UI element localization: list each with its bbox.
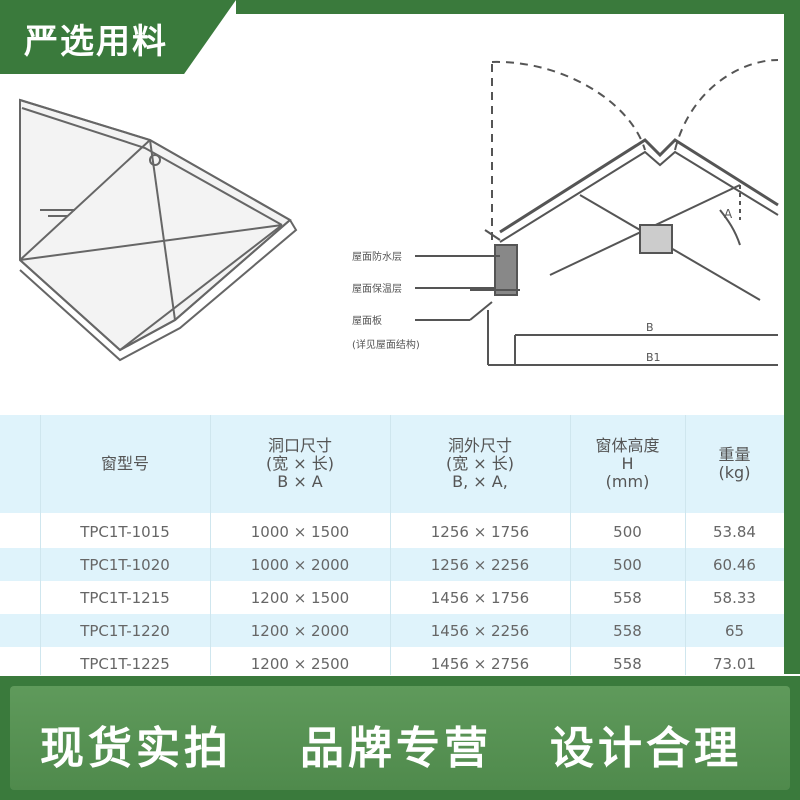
- dimension-b1: B1: [646, 351, 661, 364]
- header-line: 重量: [718, 445, 751, 464]
- table-divider: [40, 415, 41, 675]
- header-outer-size: 洞外尺寸 (宽 × 长) B, × A,: [390, 415, 570, 513]
- cell-opening: 1200 × 2000: [250, 621, 350, 640]
- header-weight: 重量 (kg): [685, 415, 784, 513]
- cell-outer: 1256 × 1756: [430, 522, 530, 541]
- cell-outer: 1456 × 1756: [430, 588, 530, 607]
- top-accent-strip: [236, 0, 800, 14]
- label-structure-note: (详见屋面结构): [352, 338, 420, 351]
- cell-opening: 1000 × 1500: [250, 522, 350, 541]
- header-line: B × A: [277, 472, 323, 491]
- cell-height: 500: [613, 522, 642, 541]
- skylight-section: [415, 59, 779, 366]
- cell-weight: 60.46: [713, 555, 756, 574]
- slogan-in-stock-photos: 现货实拍: [40, 723, 232, 774]
- table-divider: [210, 415, 211, 675]
- cell-height: 500: [613, 555, 642, 574]
- label-insulation: 屋面保温层: [352, 282, 402, 295]
- header-line: 洞口尺寸: [267, 436, 332, 455]
- cell-outer: 1256 × 2256: [430, 555, 530, 574]
- cell-model: TPC1T-1015: [80, 522, 170, 541]
- slogan-panel: 现货实拍 品牌专营 设计合理: [10, 686, 790, 790]
- header-opening-size: 洞口尺寸 (宽 × 长) B × A: [210, 415, 390, 513]
- table-divider: [570, 415, 571, 675]
- table-divider: [685, 415, 686, 675]
- table-header: 窗型号 洞口尺寸 (宽 × 长) B × A 洞外尺寸 (宽 × 长) B, ×…: [0, 415, 784, 513]
- top-tag-label: 严选用料: [24, 22, 168, 62]
- header-line: (宽 × 长): [265, 454, 335, 473]
- header-line: 洞外尺寸: [447, 436, 512, 455]
- cell-opening: 1200 × 2500: [250, 654, 350, 673]
- right-accent-strip: [784, 14, 800, 674]
- table-row: TPC1T-1225 1200 × 2500 1456 × 2756 558 7…: [0, 647, 784, 675]
- cell-weight: 65: [724, 621, 745, 640]
- cell-opening: 1200 × 1500: [250, 588, 350, 607]
- header-line: B, × A,: [452, 472, 508, 491]
- header-line: H: [621, 454, 634, 473]
- cell-weight: 73.01: [713, 654, 756, 673]
- header-height: 窗体高度 H (mm): [570, 415, 685, 513]
- header-line: (宽 × 长): [445, 454, 515, 473]
- cell-height: 558: [613, 621, 642, 640]
- angle-label: A: [724, 207, 733, 221]
- spec-table: 窗型号 洞口尺寸 (宽 × 长) B × A 洞外尺寸 (宽 × 长) B, ×…: [0, 415, 784, 675]
- cell-model: TPC1T-1220: [80, 621, 170, 640]
- cell-model: TPC1T-1215: [80, 588, 170, 607]
- table-row: TPC1T-1015 1000 × 1500 1256 × 1756 500 5…: [0, 515, 784, 548]
- cell-opening: 1000 × 2000: [250, 555, 350, 574]
- header-model: 窗型号: [40, 415, 210, 513]
- cell-height: 558: [613, 654, 642, 673]
- technical-drawing: 屋面防水层 屋面保温层 屋面板 (详见屋面结构) B B1 A: [0, 20, 784, 415]
- cell-height: 558: [613, 588, 642, 607]
- dimension-b: B: [646, 321, 654, 334]
- skylight-diagram: 屋面防水层 屋面保温层 屋面板 (详见屋面结构) B B1 A: [19, 59, 779, 366]
- label-waterproof: 屋面防水层: [352, 250, 402, 263]
- table-row: TPC1T-1220 1200 × 2000 1456 × 2256 558 6…: [0, 614, 784, 647]
- cell-model: TPC1T-1225: [80, 654, 170, 673]
- table-row: TPC1T-1215 1200 × 1500 1456 × 1756 558 5…: [0, 581, 784, 614]
- header-line: 窗型号: [100, 454, 149, 473]
- skylight-perspective: [19, 98, 298, 362]
- header-line: (mm): [605, 472, 650, 491]
- table-divider: [390, 415, 391, 675]
- slogan-rational-design: 设计合理: [550, 723, 742, 774]
- label-roof-panel: 屋面板: [352, 314, 382, 327]
- table-row: TPC1T-1020 1000 × 2000 1256 × 2256 500 6…: [0, 548, 784, 581]
- slogan-brand-dealer: 品牌专营: [300, 723, 492, 774]
- cell-outer: 1456 × 2756: [430, 654, 530, 673]
- bottom-slogan-bar: 现货实拍 品牌专营 设计合理: [0, 676, 800, 800]
- cell-model: TPC1T-1020: [80, 555, 170, 574]
- cell-weight: 58.33: [713, 588, 756, 607]
- header-line: 窗体高度: [595, 436, 660, 455]
- cell-outer: 1456 × 2256: [430, 621, 530, 640]
- cell-weight: 53.84: [713, 522, 756, 541]
- header-line: (kg): [718, 463, 751, 482]
